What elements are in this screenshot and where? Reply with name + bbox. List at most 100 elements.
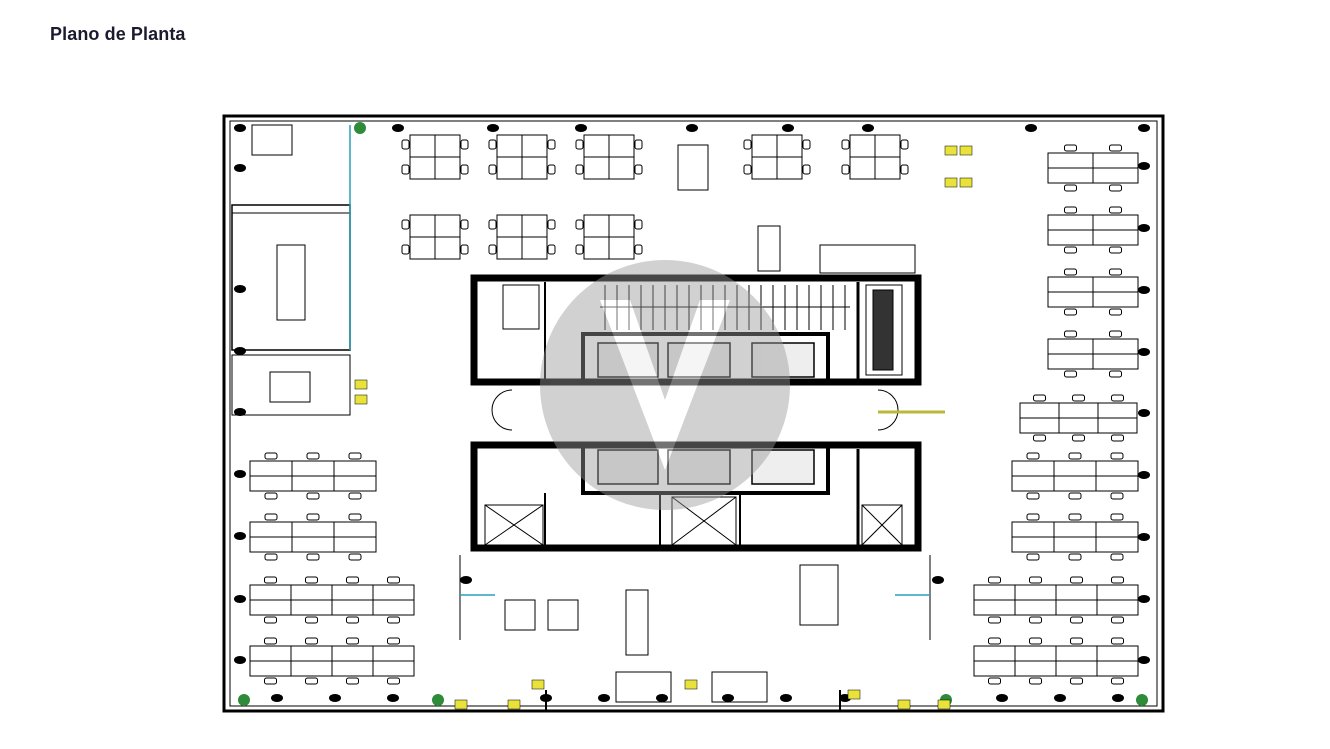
chair	[306, 513, 320, 521]
highlighted-chair	[944, 177, 958, 188]
structural-column	[1025, 124, 1037, 132]
chair	[1111, 637, 1124, 645]
structural-column	[387, 694, 399, 702]
chair	[1064, 246, 1077, 254]
chair	[305, 616, 318, 624]
chair	[348, 513, 362, 521]
structural-column	[1138, 348, 1150, 356]
structural-column	[1138, 124, 1150, 132]
reception-desk	[251, 124, 293, 156]
chair	[1029, 677, 1042, 685]
chair	[1026, 492, 1040, 500]
chair	[1072, 394, 1085, 402]
chair	[460, 139, 469, 150]
chair	[488, 139, 497, 150]
chair	[1109, 370, 1122, 378]
highlighted-chair	[454, 699, 468, 710]
chair	[1109, 206, 1122, 214]
chair	[1068, 513, 1082, 521]
structural-column	[234, 164, 246, 172]
small-room	[231, 354, 351, 416]
highlighted-chair	[354, 379, 368, 390]
highlighted-chair	[959, 177, 973, 188]
chair	[306, 553, 320, 561]
page-title: Plano de Planta	[50, 24, 186, 44]
plant-icon	[354, 122, 366, 134]
chair	[348, 492, 362, 500]
chair	[1070, 616, 1083, 624]
highlighted-chair	[354, 394, 368, 405]
chair	[802, 139, 811, 150]
meeting-table	[269, 371, 311, 403]
highlighted-chair	[847, 689, 861, 700]
chair	[988, 576, 1001, 584]
chair	[1110, 452, 1124, 460]
chair	[1064, 308, 1077, 316]
highlighted-chair	[531, 679, 545, 690]
structural-column	[234, 124, 246, 132]
chair	[900, 164, 909, 175]
chair	[634, 164, 643, 175]
chair	[547, 139, 556, 150]
chair	[1033, 434, 1046, 442]
chair	[401, 244, 410, 255]
chair	[841, 139, 850, 150]
chair	[988, 637, 1001, 645]
structural-column	[598, 694, 610, 702]
chair	[387, 677, 400, 685]
structural-column	[234, 470, 246, 478]
desk	[799, 564, 839, 626]
structural-column	[540, 694, 552, 702]
desk	[711, 671, 768, 703]
chair	[1109, 308, 1122, 316]
chair	[346, 576, 359, 584]
chair	[634, 219, 643, 230]
chair	[1109, 144, 1122, 152]
chair	[264, 637, 277, 645]
structural-column	[1138, 533, 1150, 541]
chair	[264, 513, 278, 521]
structural-column	[1054, 694, 1066, 702]
structural-column	[932, 576, 944, 584]
chair	[1029, 637, 1042, 645]
structural-column	[656, 694, 668, 702]
structural-column	[234, 285, 246, 293]
structural-column	[1138, 656, 1150, 664]
chair	[900, 139, 909, 150]
structural-column	[234, 595, 246, 603]
chair	[348, 553, 362, 561]
chair	[346, 637, 359, 645]
chair	[575, 139, 584, 150]
chair	[743, 164, 752, 175]
plant-icon	[1136, 694, 1148, 706]
structural-column	[686, 124, 698, 132]
chair	[841, 164, 850, 175]
chair	[460, 244, 469, 255]
structural-column	[1112, 694, 1124, 702]
chair	[1068, 492, 1082, 500]
chair	[988, 616, 1001, 624]
chair	[1110, 553, 1124, 561]
chair	[305, 637, 318, 645]
structural-column	[1138, 224, 1150, 232]
chair	[1109, 330, 1122, 338]
chair	[547, 219, 556, 230]
chair	[264, 492, 278, 500]
structural-column	[996, 694, 1008, 702]
chair	[1109, 246, 1122, 254]
structural-column	[575, 124, 587, 132]
inner-wall	[229, 120, 1158, 707]
outer-wall	[222, 114, 1165, 713]
chair	[1072, 434, 1085, 442]
plant-icon	[432, 694, 444, 706]
structural-column	[392, 124, 404, 132]
chair	[1068, 452, 1082, 460]
structural-column	[234, 532, 246, 540]
meeting-table	[625, 589, 649, 656]
structural-column	[234, 408, 246, 416]
chair	[547, 164, 556, 175]
chair	[575, 164, 584, 175]
chair	[346, 616, 359, 624]
chair	[1064, 330, 1077, 338]
